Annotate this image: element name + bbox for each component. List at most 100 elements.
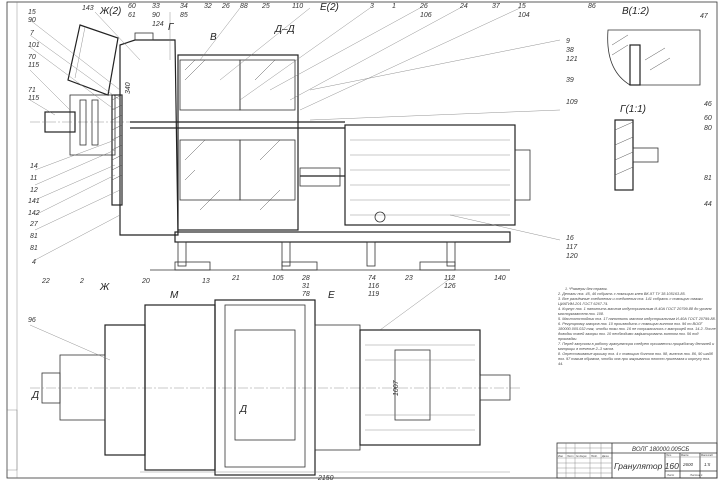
callout: 112 (444, 275, 455, 282)
callout: 116 (368, 283, 379, 290)
callout: 39 (566, 77, 574, 84)
callout: 1. *Размеры для справок. (565, 287, 608, 291)
plan-view: 2150 1007 340 96 (28, 82, 520, 480)
document-code: ВОЛГ 180000.005СБ (632, 447, 689, 453)
callout: В(1:2) (622, 6, 649, 17)
note: 2. Детали поз. 45, 46 собрать с помощью … (558, 292, 686, 296)
callout: Масса (681, 454, 689, 457)
callout: № докум. (576, 455, 587, 458)
callouts-right: 9 38 121 39 109 16 117 120 (566, 38, 578, 260)
plan-gearbox (144, 304, 216, 471)
base-frame (174, 231, 511, 243)
note: 6. Регулировку зазоров поз. 10 производи… (558, 322, 716, 341)
callout: 16 (566, 235, 574, 242)
callout: Изм. (558, 455, 564, 458)
main-section-view (30, 24, 531, 271)
callout: Лист (566, 455, 573, 458)
callout: 88 (240, 3, 248, 10)
callout: Листов 1 (689, 473, 703, 477)
note: 7. Перед запуском в работу гранулятора с… (558, 342, 715, 351)
note: 4. Корпус поз. 1 наполнить маслом индуст… (558, 307, 712, 316)
callout: 141 (28, 198, 40, 205)
callout: Е(2) (320, 2, 339, 13)
callout: 90 (152, 12, 160, 19)
coupling (299, 167, 341, 187)
dimension-label: 2150 (317, 475, 334, 480)
callouts-left: 15 90 7 101 70 115 71 115 14 11 12 141 1… (28, 9, 40, 266)
callout: Подп. (591, 455, 598, 458)
section-markers: Ж(2) Г В Д–Д Е(2) Ж М Е Д Д (31, 2, 339, 415)
callout: Д–Д (274, 24, 295, 35)
callout: 3 (370, 3, 374, 10)
callout: 27 (29, 221, 39, 228)
callout: 61 (128, 12, 136, 19)
callout: 115 (28, 95, 39, 102)
callout: 11 (30, 175, 37, 182)
callout: 109 (566, 99, 578, 106)
feed-hopper (67, 24, 119, 96)
callout: Г(1:1) (620, 104, 646, 115)
dimension-label: 1007 (393, 379, 400, 396)
detail-view-b: В(1:2) 86 47 (588, 3, 709, 86)
gearbox-housing (177, 54, 299, 231)
note: 5. Маслоотстойник поз. 17 наполнить масл… (558, 317, 716, 321)
drawing-title: Гранулятор 160 (614, 461, 679, 471)
feeder-housing (69, 94, 116, 156)
callout: 119 (368, 291, 379, 298)
callout: 80 (704, 125, 712, 132)
callout: 1 (392, 3, 396, 10)
side-stamp (6, 409, 18, 471)
callout: Масштаб (701, 454, 713, 457)
callout: 26 (419, 3, 428, 10)
leader-lines (29, 7, 561, 331)
callout: 105 (272, 275, 284, 282)
callout: 14 (30, 163, 38, 170)
inspection-cover (234, 329, 296, 441)
callout: В (210, 32, 217, 43)
callout: 37 (492, 3, 501, 10)
mass-value: 2600 (682, 462, 694, 467)
callout: 104 (518, 12, 530, 19)
callout: 140 (494, 275, 506, 282)
callout: 34 (180, 3, 188, 10)
callout: 44 (704, 201, 712, 208)
sheet-frame (6, 1, 718, 479)
callout: 81 (704, 175, 712, 182)
callout: 25 (261, 3, 270, 10)
note: 3. Все разъёмные соединения и соединения… (558, 297, 703, 306)
callout: 9 (566, 38, 570, 45)
callout: Ж (99, 282, 110, 293)
callout: Лит. (665, 454, 672, 457)
callout: 23 (404, 275, 413, 282)
callout: 32 (204, 3, 212, 10)
callout: Дата (601, 455, 609, 458)
callout: 74 (368, 275, 376, 282)
callout: 20 (141, 278, 150, 285)
callout: 2 (79, 278, 84, 285)
callout: 12 (30, 187, 38, 194)
callout: Е (328, 290, 335, 301)
callout: 101 (28, 42, 40, 49)
callout: 33 (152, 3, 160, 10)
callout: Лист (666, 473, 675, 477)
plan-frame (214, 299, 316, 476)
plan-motor (359, 329, 481, 446)
callout: 117 (566, 244, 578, 251)
callout: 71 (28, 87, 36, 94)
callout: М (170, 290, 179, 301)
callout: 86 (588, 3, 596, 10)
callout: Г (168, 22, 175, 33)
callout: 85 (180, 12, 188, 19)
callout: 124 (152, 21, 164, 28)
callouts-bottom: 22 2 20 13 21 105 28 31 78 74 116 119 23… (41, 275, 506, 298)
callout: Д (239, 404, 247, 415)
callout: 96 (28, 317, 36, 324)
note: 8. Опрессовывание крышку поз. 4 с помощь… (558, 352, 713, 366)
callout: 143 (82, 5, 94, 12)
callout: 115 (28, 62, 39, 69)
dimension-label: 340 (125, 82, 132, 94)
callout: 60 (704, 115, 712, 122)
callout: 106 (420, 12, 432, 19)
